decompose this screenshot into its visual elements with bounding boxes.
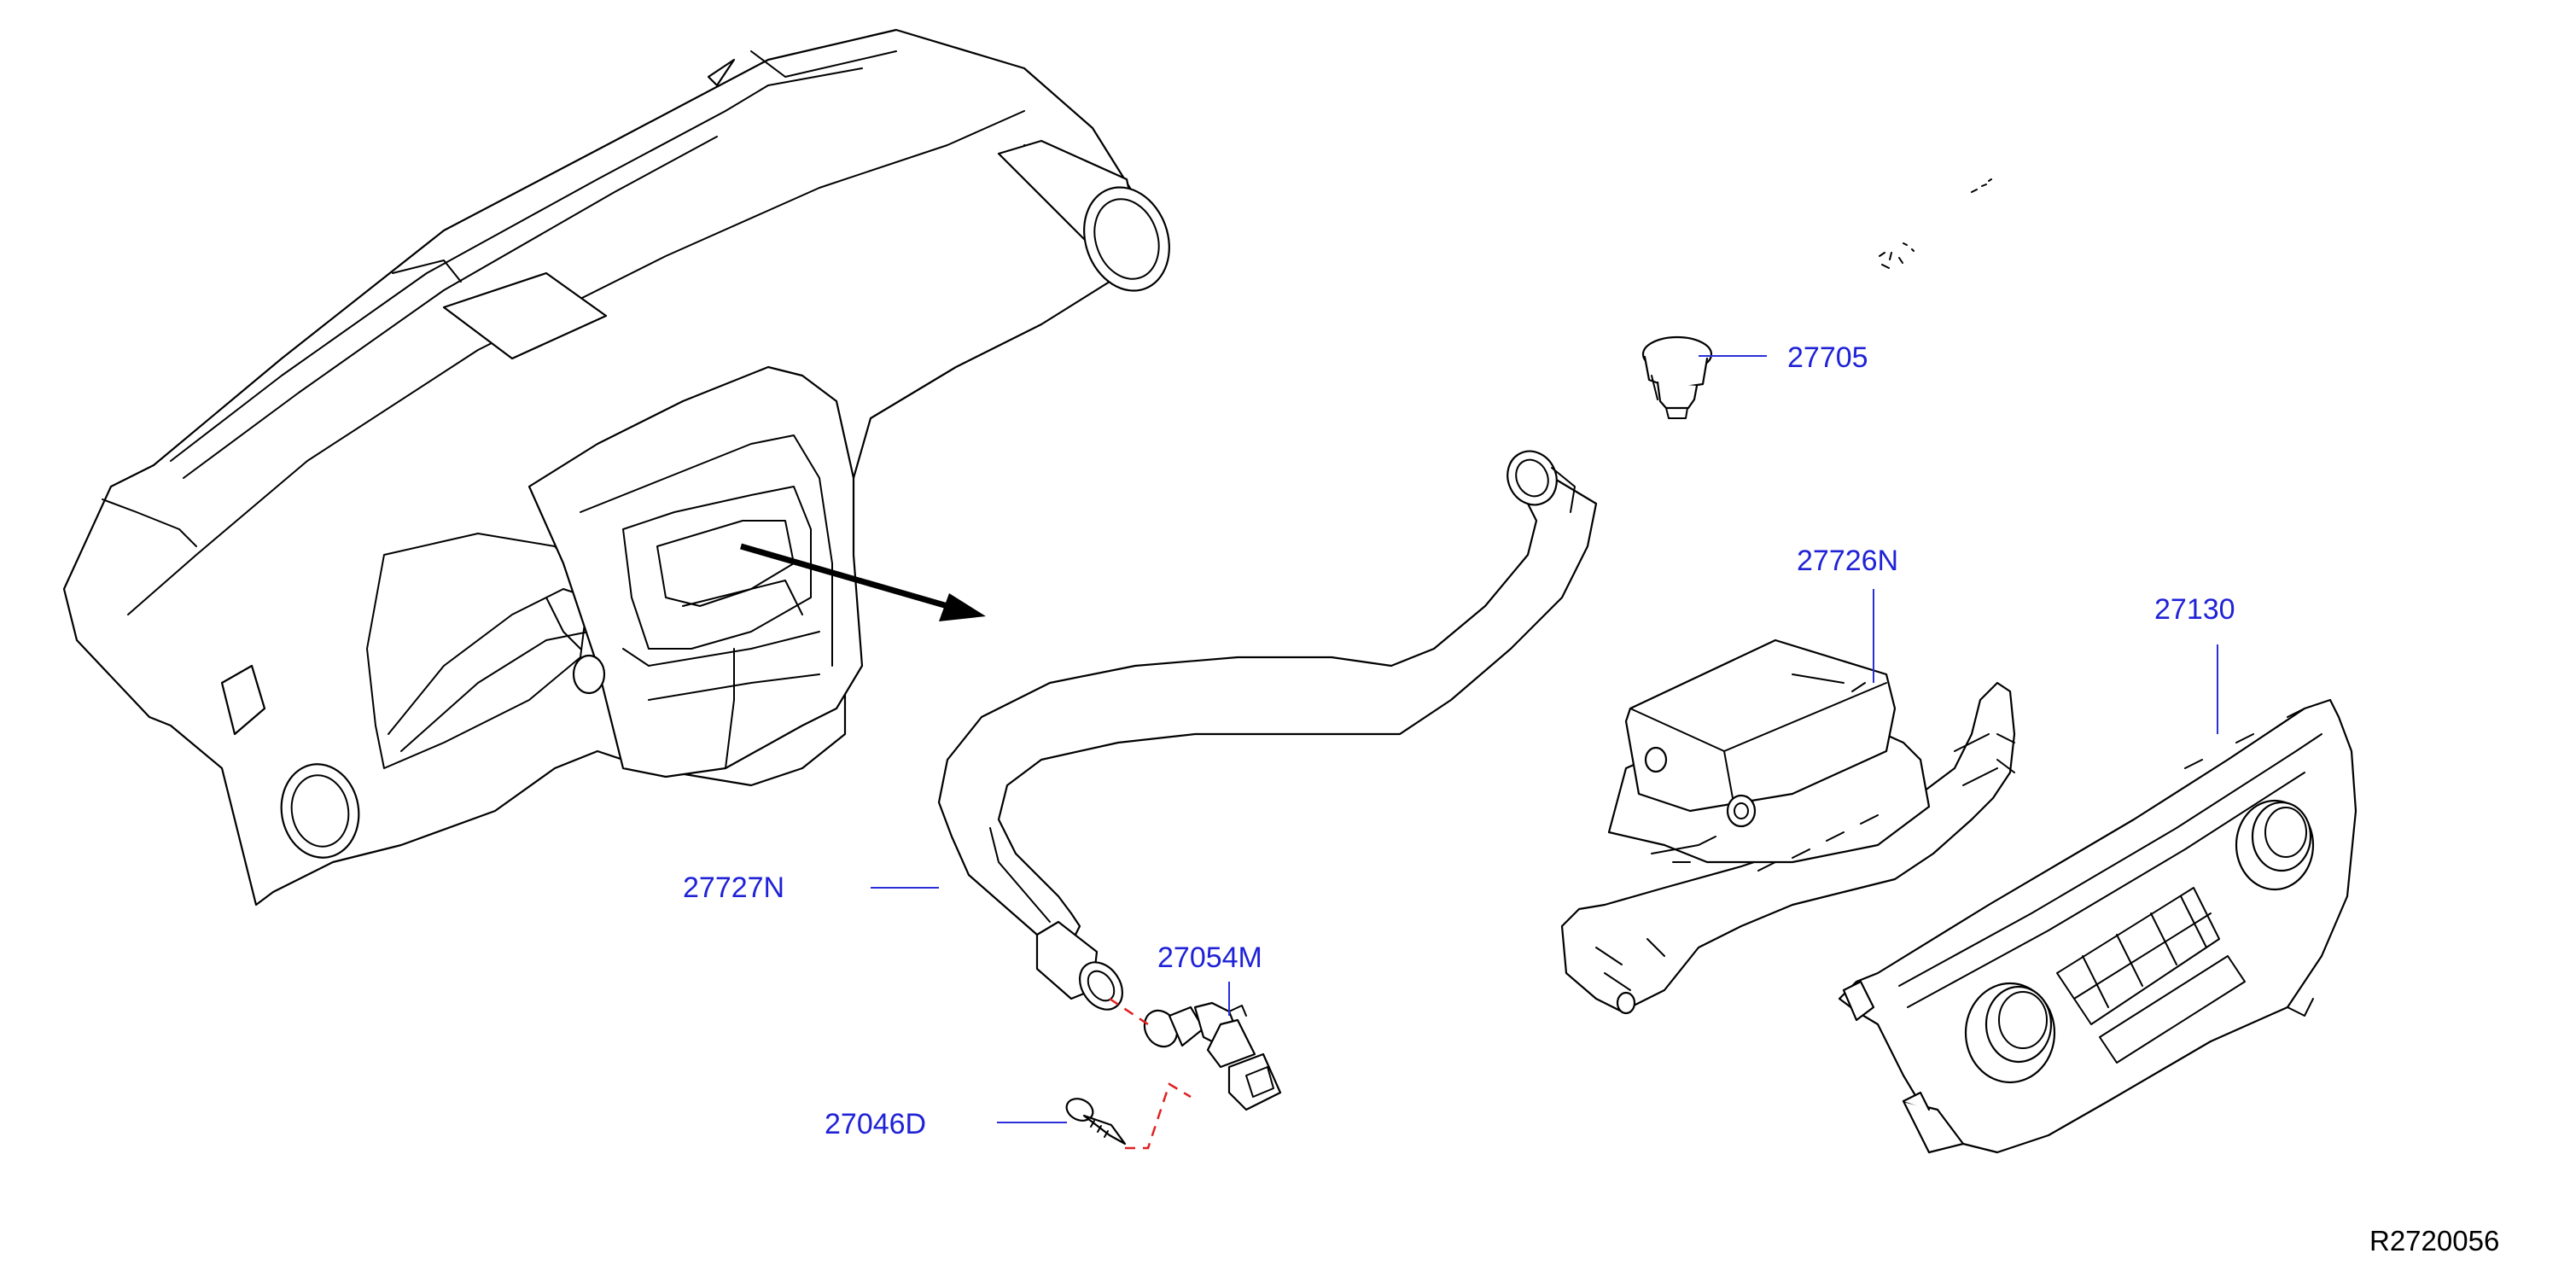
part-label-27046D: 27046D [825, 1108, 927, 1140]
part-27130-illustration [1838, 698, 2357, 1154]
part-label-27054M: 27054M [1157, 942, 1262, 974]
part-label-27705: 27705 [1787, 341, 1868, 374]
small-debris-marks [1879, 178, 1992, 269]
part-27727N-hose-illustration [937, 450, 1598, 1011]
instrument-panel-illustration [62, 28, 1170, 907]
part-27726N-illustration [1560, 638, 2016, 1015]
assembly-dashed-lines [1109, 997, 1192, 1150]
part-27046D-screw-illustration [1065, 1098, 1127, 1146]
part-label-27130: 27130 [2154, 593, 2235, 626]
diagram-reference-code: R2720056 [2369, 1225, 2500, 1256]
part-label-27727N: 27727N [683, 872, 785, 904]
part-label-27726N: 27726N [1797, 545, 1899, 577]
direction-arrow [740, 543, 986, 621]
part-27054M-illustration [1143, 1001, 1282, 1111]
leader-lines [871, 355, 2218, 1123]
part-27705-illustration [1641, 335, 1713, 419]
